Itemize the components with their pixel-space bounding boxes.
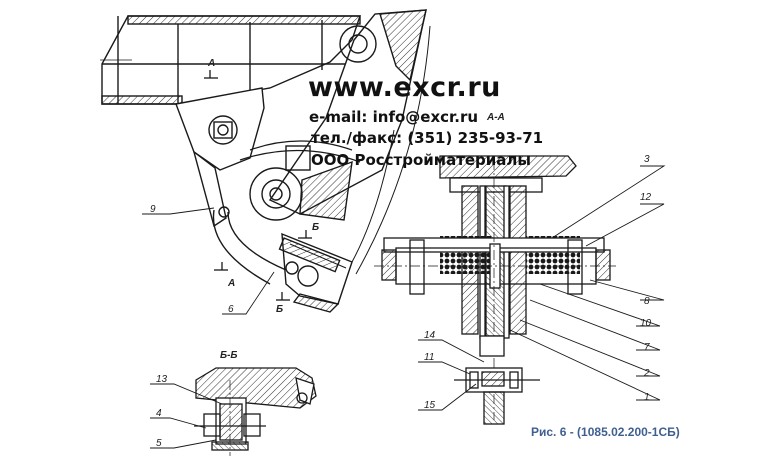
watermark-company: ООО Росстройматериалы (311, 151, 531, 169)
callout-13: 13 (156, 374, 168, 385)
callout-11: 11 (424, 352, 434, 363)
callout-1: 1 (644, 392, 650, 403)
main-view-frame (100, 9, 431, 313)
callout-10: 10 (640, 318, 652, 329)
callout-12: 12 (640, 192, 652, 203)
section-label-a-top: А (207, 58, 215, 69)
callout-4: 4 (156, 408, 162, 419)
leader-lines (142, 165, 666, 449)
section-bb-view (194, 367, 317, 456)
callout-2: 2 (643, 368, 650, 379)
callout-9: 9 (150, 204, 156, 215)
callout-7: 7 (644, 342, 650, 353)
section-label-b-top: Б (312, 222, 319, 233)
watermark-email: e-mail: info@excr.ru (309, 108, 479, 126)
callout-5: 5 (156, 438, 162, 449)
section-aa-view (374, 155, 616, 425)
callout-14: 14 (424, 330, 436, 341)
section-markers (204, 70, 312, 301)
section-label-b-bottom: Б (276, 304, 283, 315)
callout-labels: 9 6 3 12 8 10 7 2 1 14 11 15 13 4 5 А А … (150, 58, 652, 449)
figure-caption: Рис. 6 - (1085.02.200-1СБ) (531, 425, 680, 439)
section-title-aa: А-А (487, 112, 505, 123)
section-title-bb: Б-Б (220, 350, 238, 361)
section-label-a-bottom: А (227, 278, 235, 289)
callout-15: 15 (424, 400, 436, 411)
callout-6: 6 (228, 304, 234, 315)
watermark-site: www.excr.ru (308, 72, 501, 103)
callout-8: 8 (644, 296, 650, 307)
watermark-phone: тел./факс: (351) 235-93-71 (311, 129, 544, 147)
callout-3: 3 (644, 154, 650, 165)
